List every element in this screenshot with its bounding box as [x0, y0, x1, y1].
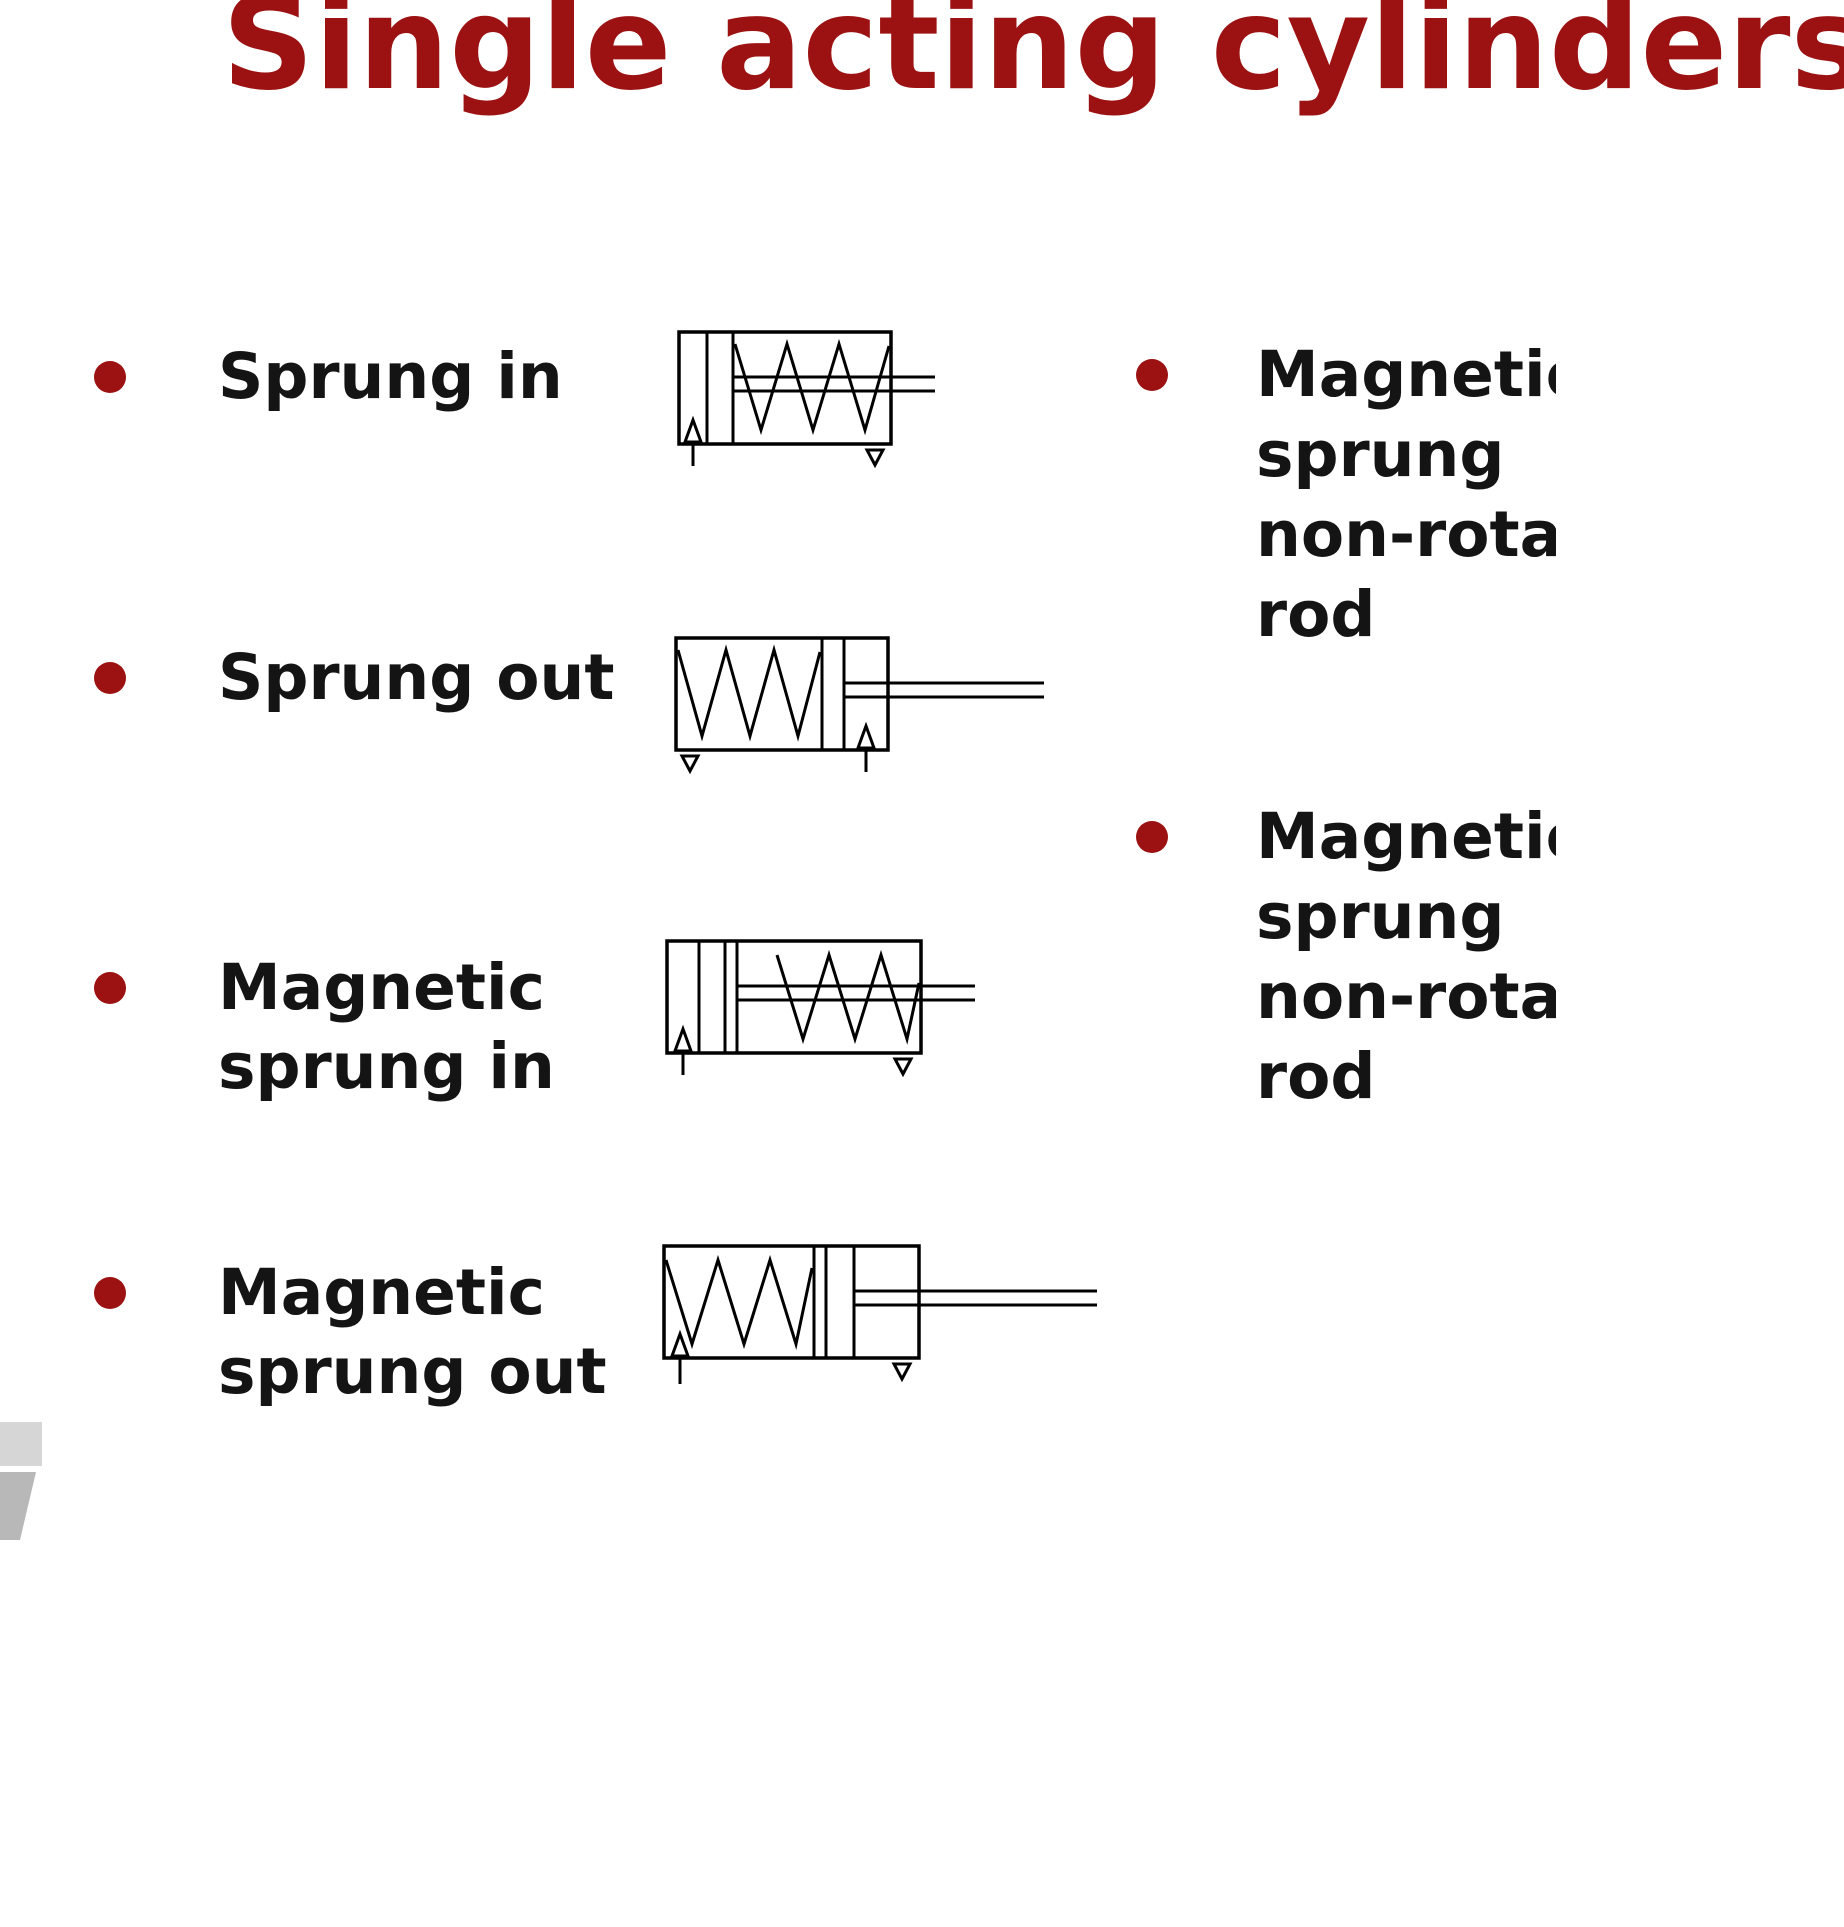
bullet-dot: [94, 662, 126, 694]
page-title: Single acting cylinders: [222, 0, 1844, 119]
label-magnetic-sprung-out: Magnetic sprung out: [218, 1256, 607, 1408]
piston-rod: [737, 984, 975, 1002]
magnetic-sprung-in-cylinder-symbol: [665, 939, 975, 1078]
cylinder-body: [677, 330, 893, 446]
return-spring: [733, 338, 891, 436]
label-sprung-out: Sprung out: [218, 641, 615, 714]
piston-rod: [854, 1289, 1097, 1307]
air-port: [669, 1329, 691, 1384]
bullet-dot: [1136, 821, 1168, 853]
magnetic-piston: [697, 941, 739, 1053]
exhaust-port: [891, 1362, 913, 1383]
cylinder-body: [662, 1244, 921, 1360]
corner-decoration: [0, 1422, 42, 1540]
sprung-in-cylinder-symbol: [677, 330, 935, 469]
bullet-dot: [94, 361, 126, 393]
bullet-dot: [94, 1277, 126, 1309]
piston: [705, 332, 735, 444]
cylinder-body: [665, 939, 923, 1055]
return-spring: [775, 949, 921, 1045]
magnetic-sprung-out-cylinder-symbol: [662, 1244, 1097, 1384]
sprung-out-cylinder-symbol: [674, 636, 1044, 775]
label-magnetic-sprung-non-rotating-rod-1: Magnetic sprung non-rotating rod: [1256, 338, 1556, 651]
label-sprung-in: Sprung in: [218, 340, 563, 413]
piston-rod: [733, 375, 935, 393]
magnetic-piston: [812, 1246, 856, 1358]
return-spring: [664, 1254, 814, 1350]
exhaust-port: [864, 448, 886, 469]
label-magnetic-sprung-non-rotating-rod-2: Magnetic sprung non-rotating rod: [1256, 800, 1556, 1113]
air-port: [682, 415, 704, 466]
piston: [820, 638, 846, 750]
air-port: [672, 1024, 694, 1075]
piston-rod: [844, 681, 1044, 699]
exhaust-port: [892, 1057, 914, 1078]
bullet-dot: [1136, 359, 1168, 391]
label-magnetic-sprung-in: Magnetic sprung in: [218, 951, 555, 1103]
exhaust-port: [679, 754, 701, 775]
air-port: [855, 721, 877, 772]
bullet-dot: [94, 972, 126, 1004]
cylinder-body: [674, 636, 890, 752]
return-spring: [676, 644, 822, 742]
